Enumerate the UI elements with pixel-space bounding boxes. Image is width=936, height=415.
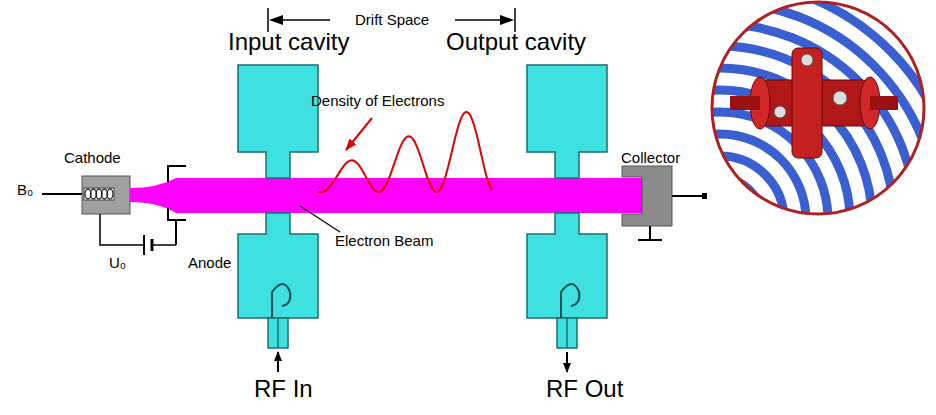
input-cavity [238,65,318,372]
cathode-body [82,176,130,214]
component-node: Output cavity [446,28,586,56]
supply-circuit [100,214,176,255]
component-node: Collector [621,149,680,166]
collector-label: Collector [621,149,680,166]
field-label: B₀ [17,181,33,198]
callout-label: Density of Electrons [311,92,444,109]
port-label: RF In [254,375,313,403]
filament-lead [42,193,84,195]
port-label: RF Out [546,375,623,403]
output-cavity [527,65,607,372]
beam-leader [300,206,340,232]
label-holder: U₀ [109,254,126,272]
anode-electrode [168,166,186,245]
cavity-label: Input cavity [228,28,349,56]
part-label: Anode [188,254,231,271]
klystron-badge [480,0,936,415]
label-holder: Electron Beam [335,232,433,250]
cavity-label: Output cavity [446,28,586,56]
label-holder: Anode [188,254,231,272]
label-holder: Density of Electrons [311,92,444,110]
label-holder: RF In [254,375,313,403]
collector-body [622,166,707,240]
label-holder: RF Out [546,375,623,403]
voltage-label: U₀ [109,254,126,271]
density-pointer [346,118,372,150]
component-node: Cathode [64,149,121,166]
dimension-label: Drift Space [351,11,433,28]
cathode-label: Cathode [64,149,121,166]
label-holder: Drift Space [351,11,433,29]
label-holder: B₀ [17,181,33,199]
callout-label: Electron Beam [335,232,433,249]
component-node: Input cavity [228,28,349,56]
density-wave [318,112,492,192]
